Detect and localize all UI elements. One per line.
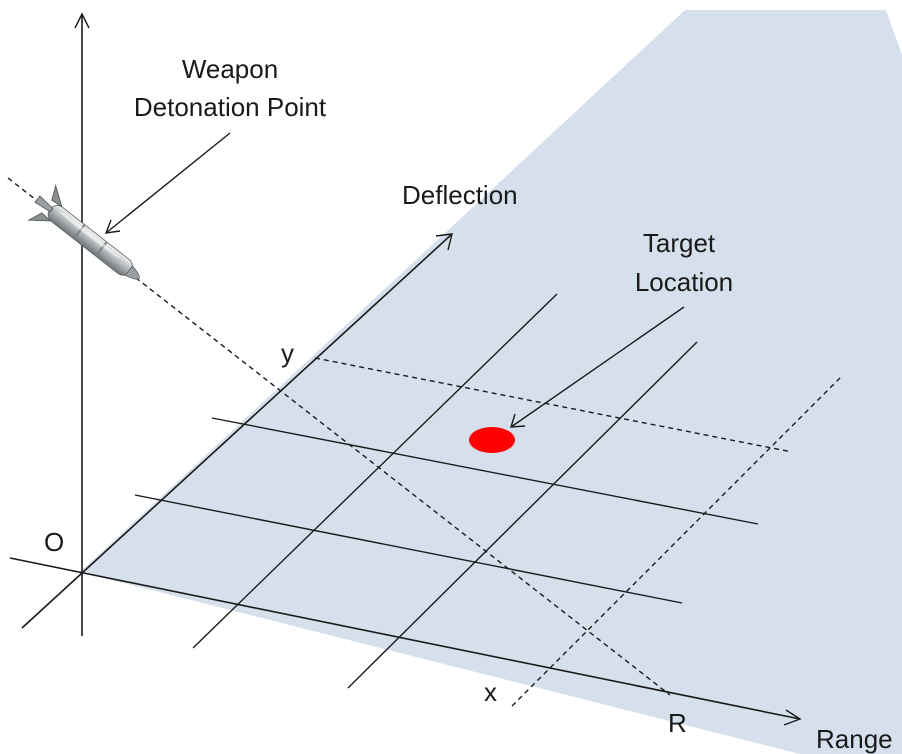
target-marker xyxy=(469,427,515,453)
target-label-line1: Target xyxy=(643,228,716,258)
deflection-axis xyxy=(21,233,453,629)
grid-line-deflection-1 xyxy=(192,293,558,649)
weapon-label-line1: Weapon xyxy=(182,54,278,84)
target-label-line2: Location xyxy=(635,267,733,297)
range-axis-label: Range xyxy=(816,724,893,754)
dashed-line-x xyxy=(511,375,843,707)
y-label: y xyxy=(281,338,294,368)
grid-line-range-1 xyxy=(134,494,683,604)
grid-line-range-2 xyxy=(211,417,759,525)
weapon-pointer-arrowhead xyxy=(104,219,121,234)
range-axis xyxy=(9,557,801,720)
x-label: x xyxy=(484,677,497,707)
grid-line-deflection-2 xyxy=(347,341,698,689)
missile-icon xyxy=(27,183,140,280)
origin-label: O xyxy=(44,527,64,557)
range-axis-arrowhead xyxy=(783,709,802,726)
target-pointer-arrow xyxy=(510,306,685,428)
vertical-axis-arrowhead xyxy=(74,12,90,29)
r-label: R xyxy=(668,708,687,738)
dashed-line-y xyxy=(314,357,793,453)
deflection-axis-arrowhead xyxy=(435,233,453,251)
weapon-pointer-arrow xyxy=(105,132,231,234)
target-pointer-arrowhead xyxy=(510,413,526,428)
ground-plane xyxy=(80,10,902,754)
weapon-label-line2: Detonation Point xyxy=(134,92,327,122)
deflection-axis-label: Deflection xyxy=(402,180,518,210)
